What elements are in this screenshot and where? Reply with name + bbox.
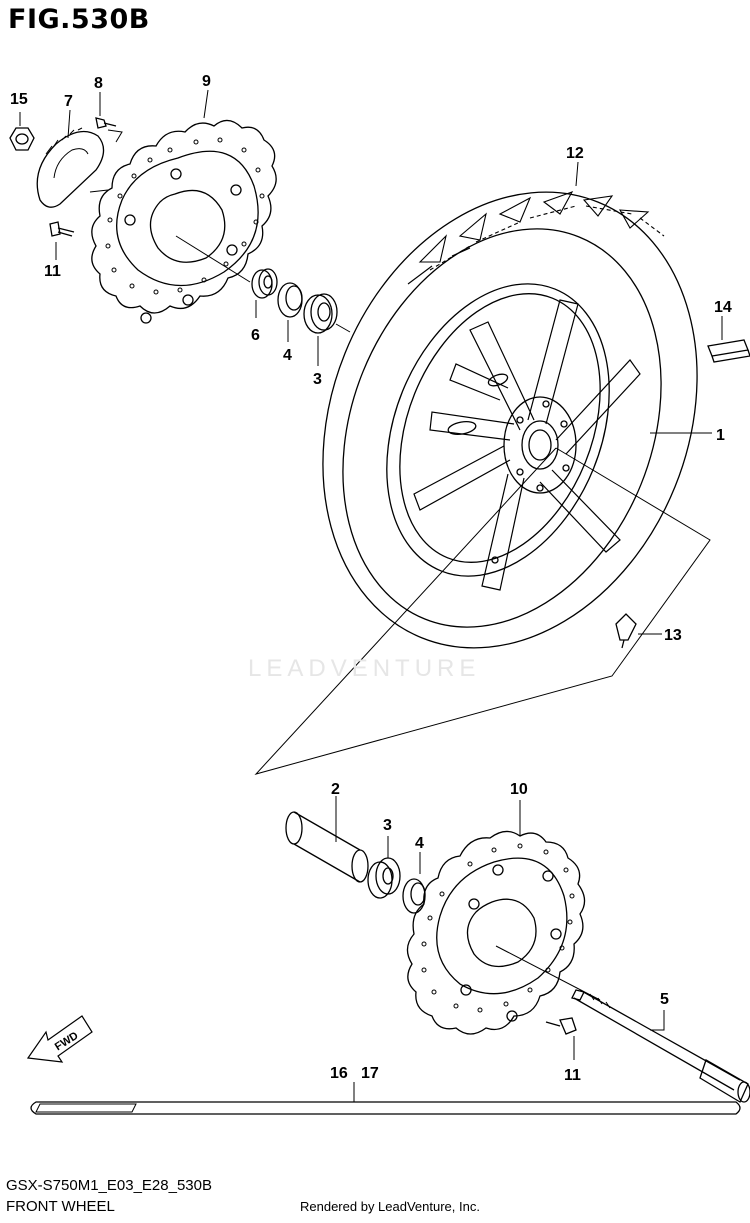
callout-12: 12 [566,145,584,162]
bearing-3-lower [367,857,401,899]
seal-4-lower [402,878,426,914]
callout-17: 17 [361,1065,379,1082]
callout-7: 7 [64,93,73,110]
callout-16: 16 [330,1065,348,1082]
rim-inner-ring [399,293,601,563]
model-code: GSX-S750M1_E03_E28_530B [6,1177,212,1194]
watermark: LEADVENTURE [248,655,481,682]
axle-nut [9,127,35,151]
wheel-spokes [413,299,641,591]
tire-outer-ring [322,191,698,649]
rim-outer-ring [386,283,610,577]
callout-15: 15 [10,91,28,108]
figure-title: FIG.530B [8,4,150,35]
render-credit: Rendered by LeadVenture, Inc. [300,1199,480,1214]
section-name: FRONT WHEEL [6,1198,115,1215]
callout-10: 10 [510,781,528,798]
callout-labels: 1 2 3 3 4 4 5 6 7 8 9 10 11 11 12 13 14 … [10,73,732,1084]
disc-holes [105,137,265,295]
brake-disc-left [91,119,277,324]
callout-6: 6 [251,327,260,344]
wheel-hub [503,396,577,494]
disc-holes-2 [421,843,575,1013]
brake-disc-right [406,830,586,1035]
callout-11-upper: 11 [44,263,61,280]
front-axle [571,989,750,1103]
bolt-11-lower [545,1017,577,1035]
callout-11-lower: 11 [564,1067,581,1084]
callout-14: 14 [714,299,732,316]
callout-2: 2 [331,781,340,798]
speed-sensor-rotor [36,127,105,208]
callout-13: 13 [664,627,682,644]
valve-13 [615,613,637,649]
bearing-3-upper [303,293,338,334]
collar-6 [251,268,278,299]
seal-4-upper [277,282,303,318]
bolt-11-upper [49,221,75,237]
callout-9: 9 [202,73,211,90]
callout-3-upper: 3 [313,371,322,388]
fwd-arrow [26,1015,93,1063]
callout-4-upper: 4 [283,347,292,364]
callout-5: 5 [660,991,669,1008]
leader-lines [19,89,723,1102]
tire-assembly [322,190,698,649]
weight-14 [707,339,750,363]
tire-tread [407,190,665,285]
spacer-2 [285,811,369,883]
tire-inner-ring [342,228,662,628]
callout-3-lower: 3 [383,817,392,834]
callout-1: 1 [716,427,725,444]
screw-8 [95,117,117,129]
callout-4-lower: 4 [415,835,424,852]
callout-8: 8 [94,75,103,92]
rim-stripe [30,1101,741,1115]
